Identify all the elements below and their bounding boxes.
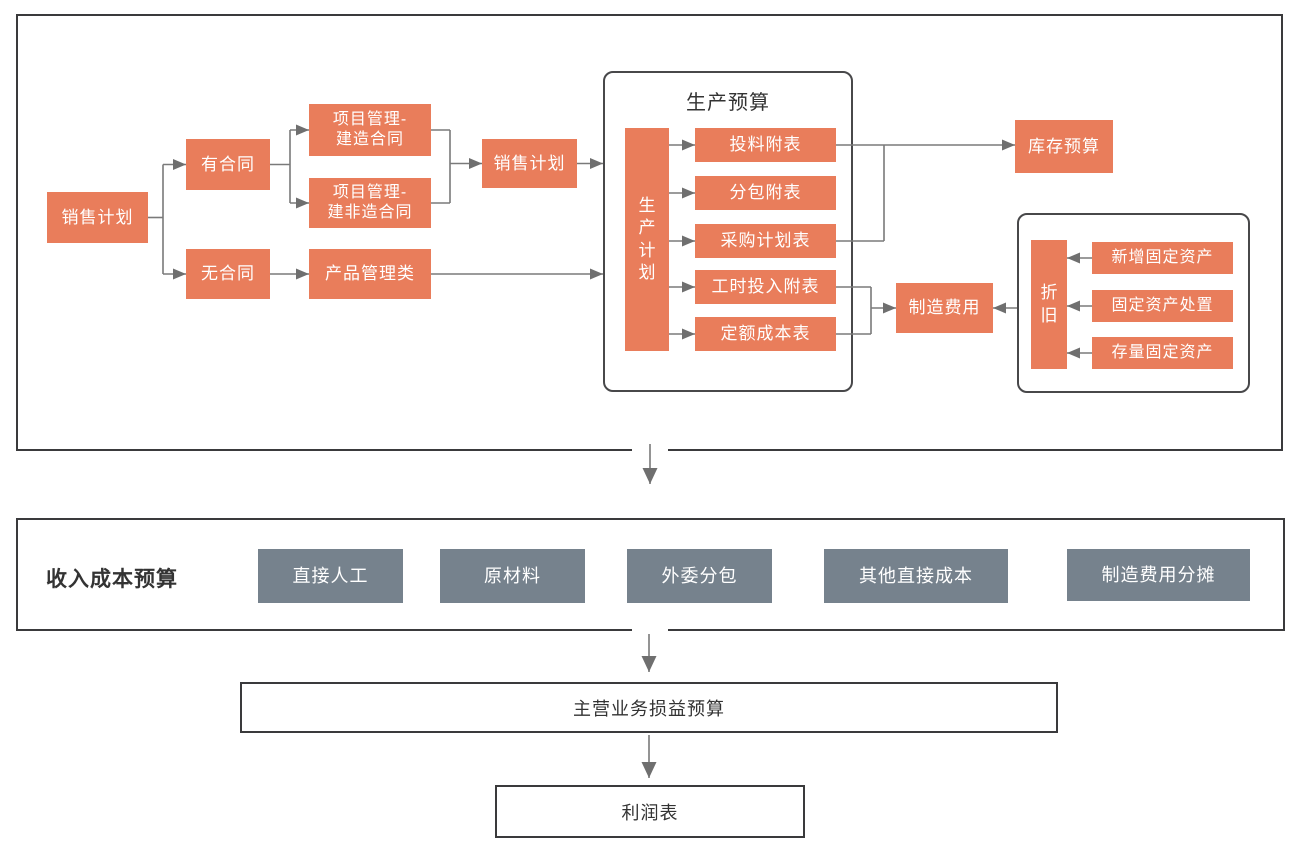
income-cost-budget-label: 收入成本预算 bbox=[46, 568, 178, 591]
pm-construction-contract-box: 项目管理- 建造合同 bbox=[309, 104, 431, 156]
product-management-box: 产品管理类 bbox=[309, 249, 431, 299]
sales-plan-mid-box: 销售计划 bbox=[482, 139, 577, 188]
labor-hours-table-box: 工时投入附表 bbox=[695, 270, 836, 304]
direct-labor-box: 直接人工 bbox=[258, 549, 403, 603]
with-contract-box: 有合同 bbox=[186, 139, 270, 190]
profit-statement-box: 利润表 bbox=[495, 785, 805, 838]
production-budget-container bbox=[603, 71, 853, 392]
manufacturing-expense-allocation-box: 制造费用分摊 bbox=[1067, 549, 1250, 601]
pm-non-construction-contract-box: 项目管理- 建非造合同 bbox=[309, 178, 431, 228]
procurement-plan-table-box: 采购计划表 bbox=[695, 224, 836, 258]
other-direct-costs-box: 其他直接成本 bbox=[824, 549, 1008, 603]
sales-plan-left-box: 销售计划 bbox=[47, 192, 148, 243]
quota-cost-table-box: 定额成本表 bbox=[695, 317, 836, 351]
production-plan-vertical-bar: 生 产 计 划 bbox=[625, 128, 669, 351]
raw-materials-box: 原材料 bbox=[440, 549, 585, 603]
new-fixed-assets-box: 新增固定资产 bbox=[1092, 242, 1233, 274]
depreciation-container bbox=[1017, 213, 1250, 393]
production-budget-title: 生产预算 bbox=[686, 92, 770, 114]
main-business-pl-budget-box: 主营业务损益预算 bbox=[240, 682, 1058, 733]
existing-fixed-assets-box: 存量固定资产 bbox=[1092, 337, 1233, 369]
subcontract-table-box: 分包附表 bbox=[695, 176, 836, 210]
depreciation-vertical-bar: 折 旧 bbox=[1031, 240, 1067, 369]
material-input-table-box: 投料附表 bbox=[695, 128, 836, 162]
without-contract-box: 无合同 bbox=[186, 249, 270, 299]
inventory-budget-box: 库存预算 bbox=[1015, 120, 1113, 173]
manufacturing-expense-box: 制造费用 bbox=[896, 283, 993, 333]
fixed-asset-disposal-box: 固定资产处置 bbox=[1092, 290, 1233, 322]
outsourced-subcontract-box: 外委分包 bbox=[627, 549, 772, 603]
